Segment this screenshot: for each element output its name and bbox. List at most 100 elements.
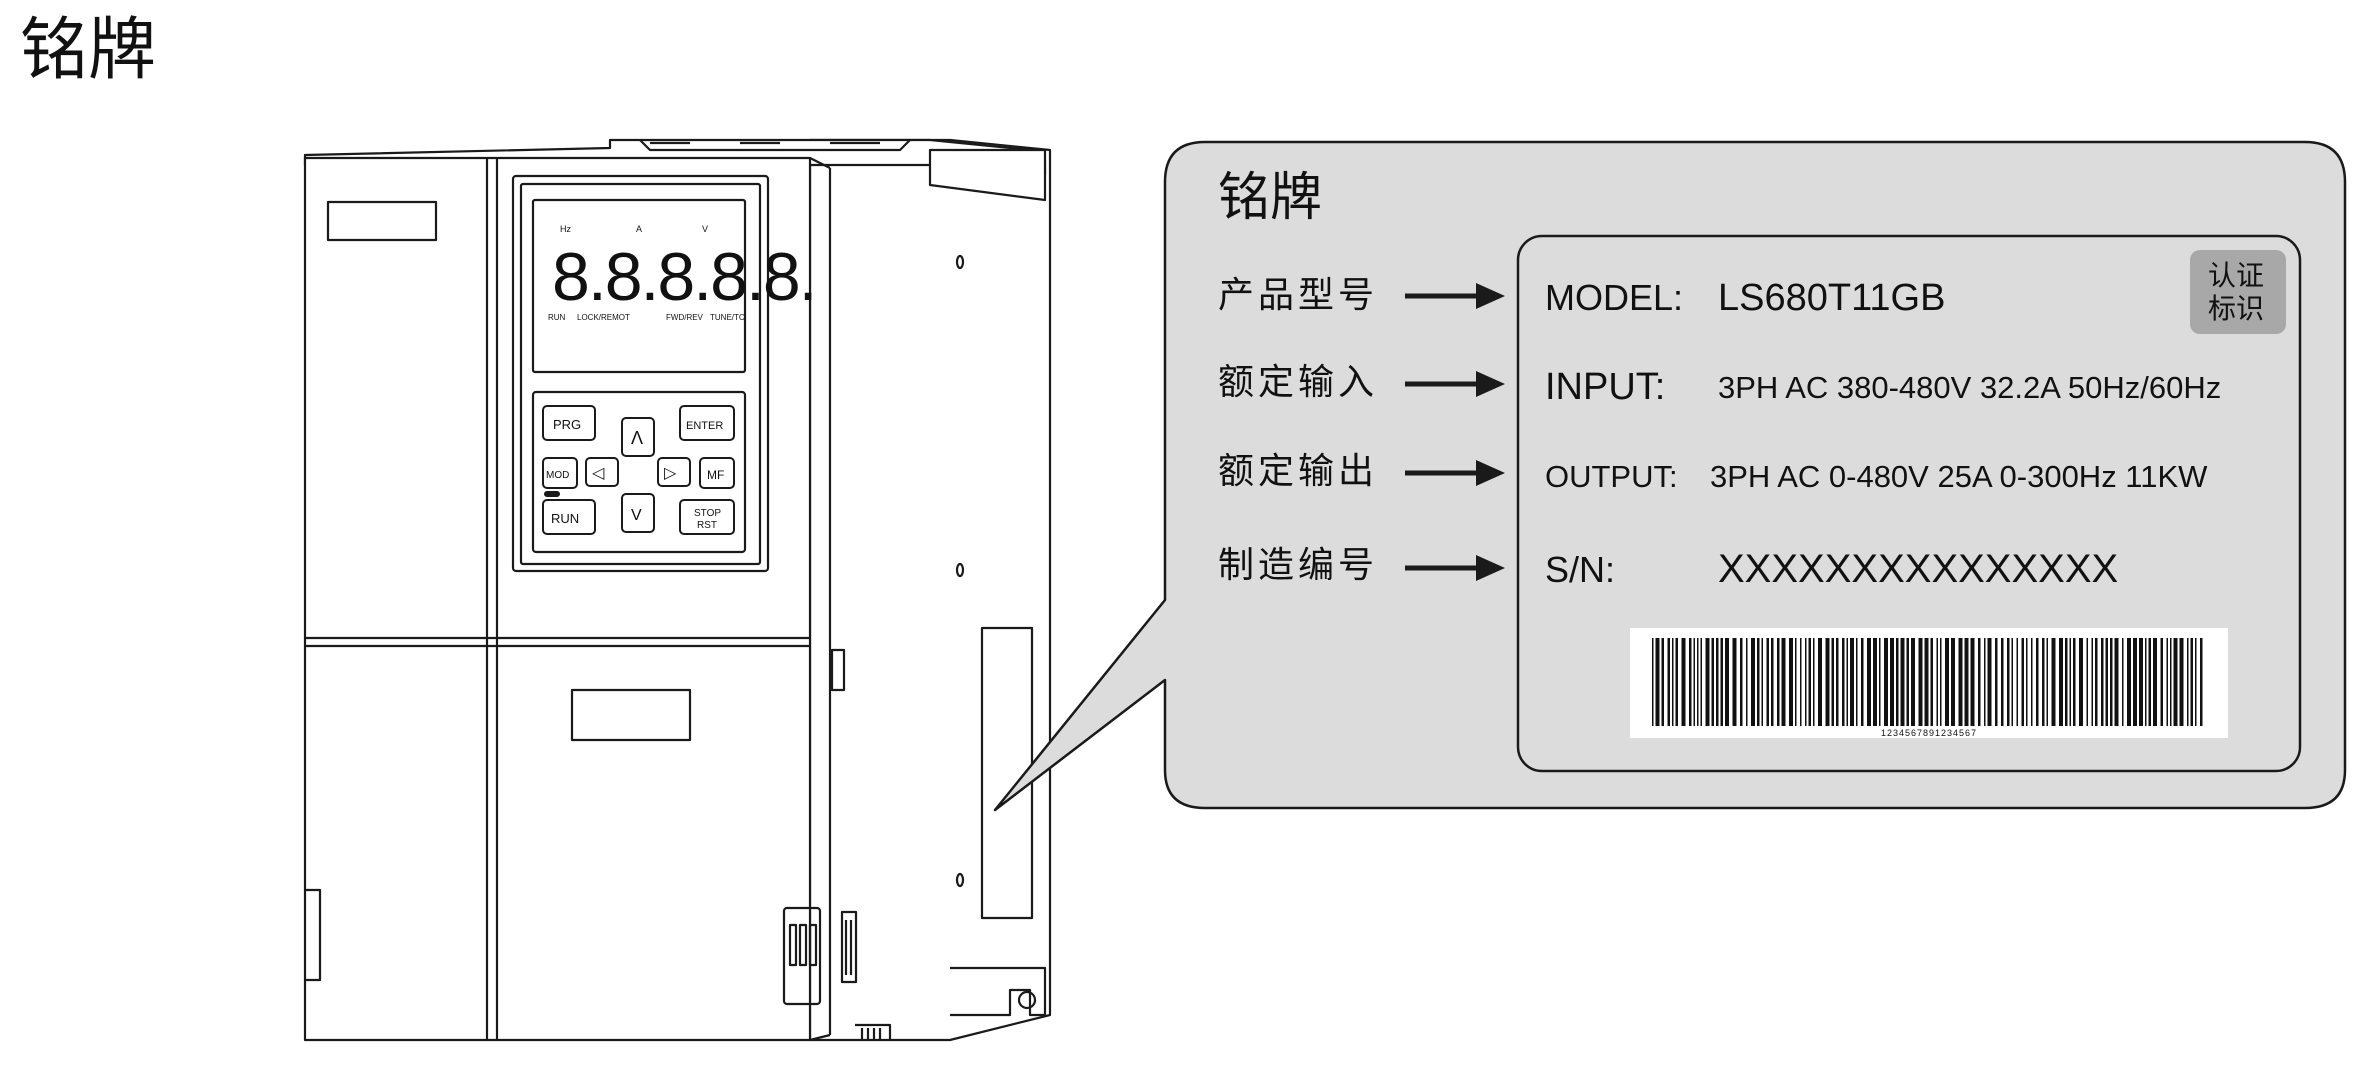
- cert-badge-line2: 标识: [2208, 292, 2264, 325]
- barcode-bar: [2200, 638, 2203, 726]
- barcode-bar: [2069, 638, 2071, 726]
- barcode-bar: [1987, 638, 1992, 726]
- row-input: 额定输入 INPUT: 3PH AC 380-480V 32.2A 50Hz/6…: [1218, 362, 2221, 408]
- run-label: RUN: [551, 511, 579, 526]
- barcode-bar: [1655, 638, 1660, 726]
- indicator-a: A: [636, 224, 642, 234]
- barcode-bar: [1751, 638, 1755, 726]
- barcode-bar: [2079, 638, 2083, 726]
- input-key: INPUT:: [1545, 366, 1665, 408]
- barcode-bar: [2011, 638, 2013, 726]
- barcode-bar: [2101, 638, 2104, 726]
- model-value: LS680T11GB: [1718, 277, 1945, 319]
- indicator-tune: TUNE/TC: [710, 313, 745, 322]
- model-key: MODEL:: [1545, 277, 1683, 318]
- barcode-bar: [1740, 638, 1743, 726]
- barcode-bar: [2016, 638, 2018, 726]
- left-button: [585, 457, 619, 487]
- barcode-bar: [1995, 638, 1998, 726]
- barcode-bar: [1911, 638, 1915, 726]
- barcode-bar: [2173, 638, 2178, 726]
- barcode-bar: [1951, 638, 1955, 726]
- barcode-bar: [1711, 638, 1714, 726]
- barcode-area: [1630, 628, 2228, 738]
- barcode-bar: [2007, 638, 2010, 726]
- right-label: ▷: [664, 465, 677, 482]
- barcode-bar: [2021, 638, 2024, 726]
- barcode-bar: [1879, 638, 1881, 726]
- barcode-bar: [1777, 638, 1780, 726]
- cert-badge-line1: 认证: [2208, 259, 2264, 292]
- barcode-bar: [1757, 638, 1760, 726]
- barcode-bar: [1813, 638, 1815, 726]
- barcode-bar: [2095, 638, 2098, 726]
- pointer-label-model: 产品型号: [1218, 275, 1378, 316]
- barcode-bar: [2166, 638, 2168, 726]
- left-label: ◁: [591, 465, 605, 482]
- barcode-bar: [1850, 638, 1854, 726]
- barcode-bar: [1825, 638, 1830, 726]
- barcode-bar: [2187, 638, 2189, 726]
- barcode-bar: [2190, 638, 2193, 726]
- barcode-bar: [1984, 638, 1986, 726]
- barcode-bar: [1795, 638, 1797, 726]
- barcode-bar: [1958, 638, 1963, 726]
- barcode-bar: [1856, 638, 1858, 726]
- barcode-bar: [1667, 638, 1670, 726]
- keypad-buttons: [542, 405, 735, 535]
- indicator-fwd: FWD/REV: [666, 313, 704, 322]
- input-value: 3PH AC 380-480V 32.2A 50Hz/60Hz: [1718, 370, 2221, 405]
- barcode-bar: [1789, 638, 1793, 726]
- barcode-bar: [2036, 638, 2039, 726]
- barcode-bar: [2170, 638, 2172, 726]
- barcode-bar: [1818, 638, 1822, 726]
- mod-label: MOD: [546, 470, 569, 481]
- barcode-bar: [1697, 638, 1699, 726]
- barcode-bar: [2105, 638, 2108, 726]
- barcode-bar: [1800, 638, 1802, 726]
- rst-label: RST: [697, 520, 717, 531]
- barcode-bar: [1930, 638, 1933, 726]
- serial-key: S/N:: [1545, 549, 1615, 590]
- prg-button: [542, 405, 596, 441]
- barcode-bar: [1970, 638, 1975, 726]
- barcode-bar: [1716, 638, 1719, 726]
- barcode-bar: [1700, 638, 1702, 726]
- barcode-bar: [1652, 638, 1654, 726]
- pointer-label-serial: 制造编号: [1218, 545, 1378, 586]
- indicator-lock: LOCK/REMOT: [577, 313, 630, 322]
- barcode-bar: [1836, 638, 1839, 726]
- barcode-bar: [2127, 638, 2131, 726]
- barcode-bar: [1890, 638, 1894, 726]
- inverter-drawing: [303, 138, 1052, 1042]
- indicator-run: RUN: [548, 313, 566, 322]
- barcode-bar: [1842, 638, 1845, 726]
- barcode-bar: [2046, 638, 2048, 726]
- barcode-bar: [1918, 638, 1923, 726]
- enter-button: [679, 405, 735, 441]
- barcode-bar: [1766, 638, 1769, 726]
- cert-badge: [2190, 250, 2286, 334]
- barcode-bar: [2122, 638, 2124, 726]
- barcode-bar: [2179, 638, 2184, 726]
- barcode-digits: 1234567891234567: [1881, 728, 1977, 738]
- barcode-bar: [2114, 638, 2119, 726]
- barcode-bar: [2042, 638, 2045, 726]
- up-label: Λ: [631, 428, 643, 448]
- barcode-bar: [1867, 638, 1871, 726]
- barcode-bar: [1781, 638, 1786, 726]
- barcode: [1652, 638, 2203, 726]
- serial-value: XXXXXXXXXXXXXXX: [1718, 547, 2118, 591]
- barcode-bar: [2110, 638, 2113, 726]
- barcode-bar: [1964, 638, 1969, 726]
- barcode-bar: [2086, 638, 2088, 726]
- barcode-bar: [1896, 638, 1899, 726]
- barcode-bar: [1675, 638, 1678, 726]
- pointer-label-input: 额定输入: [1218, 362, 1378, 403]
- barcode-bar: [1978, 638, 1981, 726]
- barcode-bar: [2153, 638, 2157, 726]
- output-value: 3PH AC 0-480V 25A 0-300Hz 11KW: [1710, 459, 2208, 494]
- barcode-bar: [1705, 638, 1710, 726]
- output-key: OUTPUT:: [1545, 459, 1678, 494]
